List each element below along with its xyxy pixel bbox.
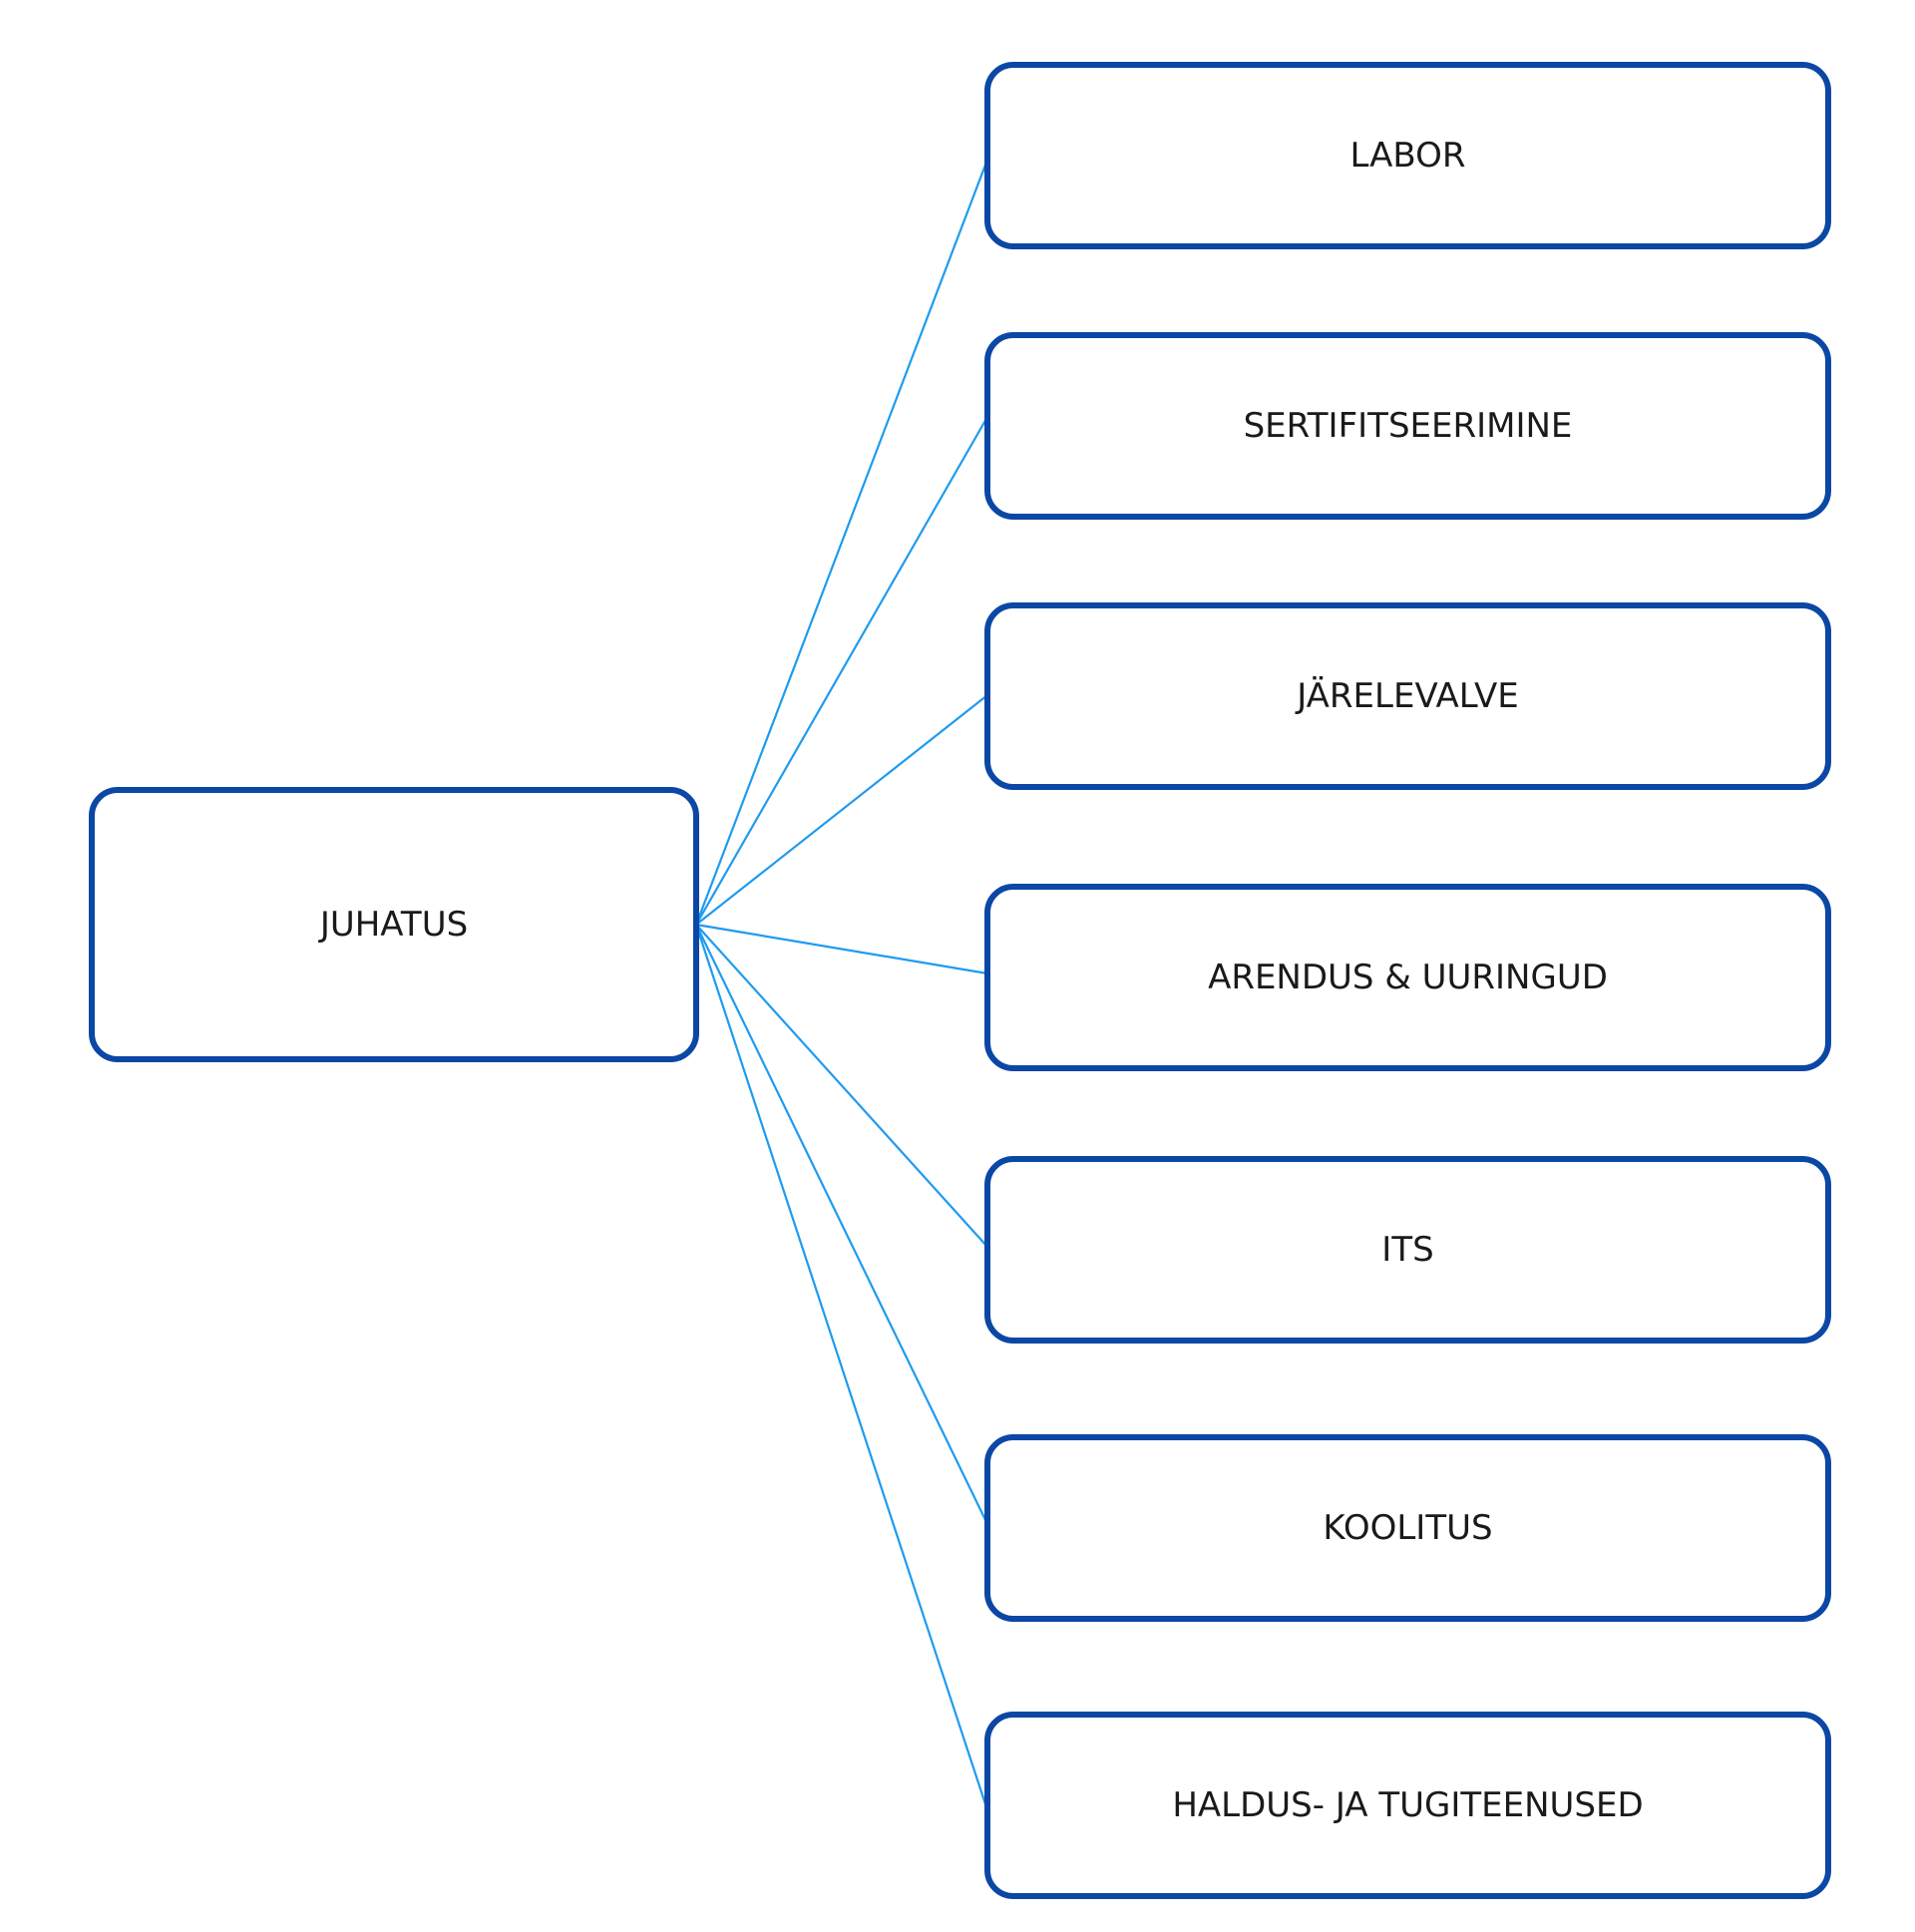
department-box — [984, 602, 1831, 790]
connector-line-jarelevalve — [695, 694, 988, 926]
department-node-koolitus: KOOLITUS — [984, 1434, 1831, 1622]
department-box — [984, 1434, 1831, 1622]
department-node-arendus-and-uuringud: ARENDUS & UURINGUD — [984, 884, 1831, 1071]
connector-line-its — [695, 924, 988, 1248]
connector-line-haldus-ja-tugiteenused — [694, 924, 989, 1811]
connector-line-labor — [694, 159, 989, 926]
department-box — [984, 884, 1831, 1071]
department-label: KOOLITUS — [1323, 1508, 1492, 1548]
department-box — [984, 1156, 1831, 1344]
root-node-box — [89, 787, 699, 1062]
root-node-juhatus: JUHATUS — [89, 787, 699, 1062]
connector-line-koolitus — [695, 924, 988, 1525]
department-label: SERTIFITSEERIMINE — [1244, 406, 1573, 446]
department-nodes: LABOR SERTIFITSEERIMINE JÄRELEVALVE ARENDUS… — [984, 62, 1831, 1899]
department-label: ARENDUS & UURINGUD — [1208, 958, 1608, 997]
connector-line-sertifitseerimine — [695, 416, 988, 926]
connector-line-arendus-and-uuringud — [695, 923, 988, 975]
department-node-labor: LABOR — [984, 62, 1831, 249]
department-box — [984, 62, 1831, 249]
department-node-haldus-ja-tugiteenused: HALDUS- JA TUGITEENUSED — [984, 1712, 1831, 1899]
department-label: JÄRELEVALVE — [1295, 676, 1519, 716]
department-box — [984, 332, 1831, 520]
department-node-its: ITS — [984, 1156, 1831, 1344]
department-label: HALDUS- JA TUGITEENUSED — [1172, 1785, 1643, 1825]
root-node-label: JUHATUS — [318, 905, 468, 945]
department-label: LABOR — [1349, 136, 1465, 176]
department-node-sertifitseerimine: SERTIFITSEERIMINE — [984, 332, 1831, 520]
department-box — [984, 1712, 1831, 1899]
department-node-jarelevalve: JÄRELEVALVE — [984, 602, 1831, 790]
connector-lines — [694, 159, 989, 1811]
department-label: ITS — [1381, 1230, 1433, 1270]
